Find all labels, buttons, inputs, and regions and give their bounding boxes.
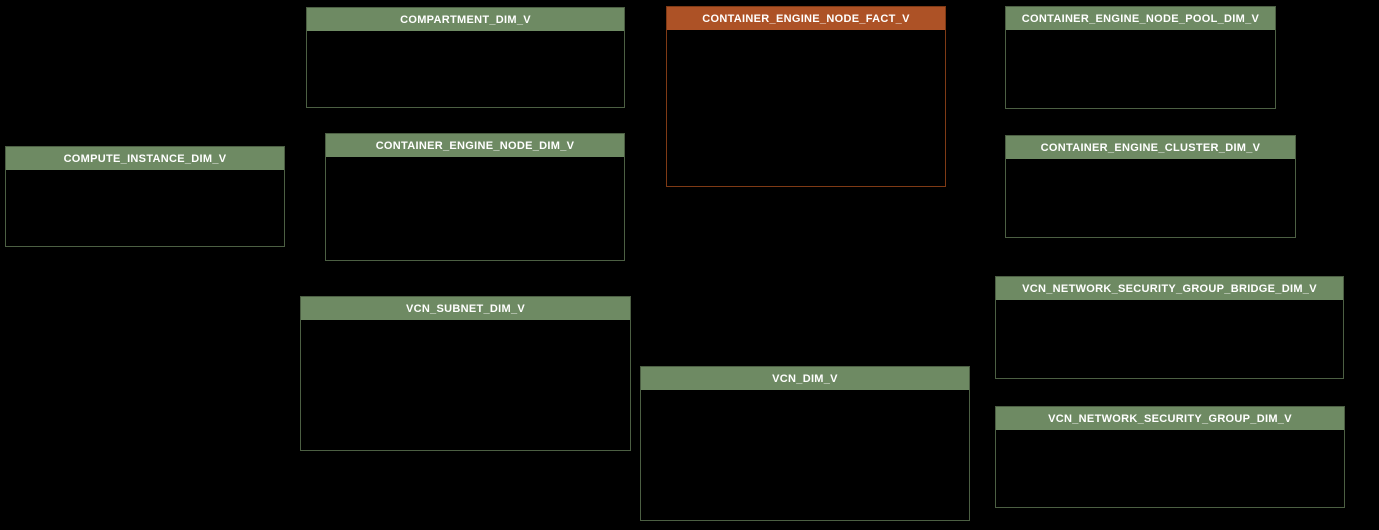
- table-node-vcn-network-security-group-dim-v[interactable]: VCN_NETWORK_SECURITY_GROUP_DIM_V: [995, 406, 1345, 508]
- table-node-container-engine-cluster-dim-v[interactable]: CONTAINER_ENGINE_CLUSTER_DIM_V: [1005, 135, 1296, 238]
- table-body: [326, 157, 624, 260]
- table-title: VCN_DIM_V: [772, 372, 838, 385]
- table-header[interactable]: VCN_SUBNET_DIM_V: [301, 297, 630, 320]
- table-header[interactable]: COMPARTMENT_DIM_V: [307, 8, 624, 31]
- table-header[interactable]: COMPUTE_INSTANCE_DIM_V: [6, 147, 284, 170]
- table-title: CONTAINER_ENGINE_NODE_DIM_V: [375, 139, 575, 152]
- table-body: [307, 31, 624, 107]
- table-title: COMPUTE_INSTANCE_DIM_V: [63, 152, 227, 165]
- table-title: VCN_NETWORK_SECURITY_GROUP_DIM_V: [1048, 412, 1292, 425]
- table-node-vcn-network-security-group-bridge-dim-v[interactable]: VCN_NETWORK_SECURITY_GROUP_BRIDGE_DIM_V: [995, 276, 1344, 379]
- table-header[interactable]: VCN_DIM_V: [641, 367, 969, 390]
- table-header[interactable]: CONTAINER_ENGINE_NODE_POOL_DIM_V: [1006, 7, 1275, 30]
- table-title: VCN_NETWORK_SECURITY_GROUP_BRIDGE_DIM_V: [1022, 282, 1317, 295]
- table-body: [1006, 30, 1275, 108]
- table-header[interactable]: CONTAINER_ENGINE_NODE_FACT_V: [667, 7, 945, 30]
- table-title: COMPARTMENT_DIM_V: [400, 13, 531, 26]
- table-title: CONTAINER_ENGINE_NODE_POOL_DIM_V: [1021, 12, 1260, 25]
- table-node-container-engine-node-pool-dim-v[interactable]: CONTAINER_ENGINE_NODE_POOL_DIM_V: [1005, 6, 1276, 109]
- table-body: [996, 430, 1344, 507]
- table-node-container-engine-node-fact-v[interactable]: CONTAINER_ENGINE_NODE_FACT_V: [666, 6, 946, 187]
- table-title: CONTAINER_ENGINE_CLUSTER_DIM_V: [1040, 141, 1261, 154]
- table-body: [6, 170, 284, 246]
- table-body: [996, 300, 1343, 378]
- table-header[interactable]: CONTAINER_ENGINE_CLUSTER_DIM_V: [1006, 136, 1295, 159]
- table-body: [667, 30, 945, 186]
- table-title: CONTAINER_ENGINE_NODE_FACT_V: [702, 12, 910, 25]
- table-header[interactable]: VCN_NETWORK_SECURITY_GROUP_BRIDGE_DIM_V: [996, 277, 1343, 300]
- table-node-vcn-subnet-dim-v[interactable]: VCN_SUBNET_DIM_V: [300, 296, 631, 451]
- table-header[interactable]: VCN_NETWORK_SECURITY_GROUP_DIM_V: [996, 407, 1344, 430]
- table-node-compartment-dim-v[interactable]: COMPARTMENT_DIM_V: [306, 7, 625, 108]
- table-node-container-engine-node-dim-v[interactable]: CONTAINER_ENGINE_NODE_DIM_V: [325, 133, 625, 261]
- table-body: [1006, 159, 1295, 237]
- table-header[interactable]: CONTAINER_ENGINE_NODE_DIM_V: [326, 134, 624, 157]
- table-title: VCN_SUBNET_DIM_V: [405, 302, 526, 315]
- table-body: [301, 320, 630, 450]
- table-node-compute-instance-dim-v[interactable]: COMPUTE_INSTANCE_DIM_V: [5, 146, 285, 247]
- table-node-vcn-dim-v[interactable]: VCN_DIM_V: [640, 366, 970, 521]
- table-body: [641, 390, 969, 520]
